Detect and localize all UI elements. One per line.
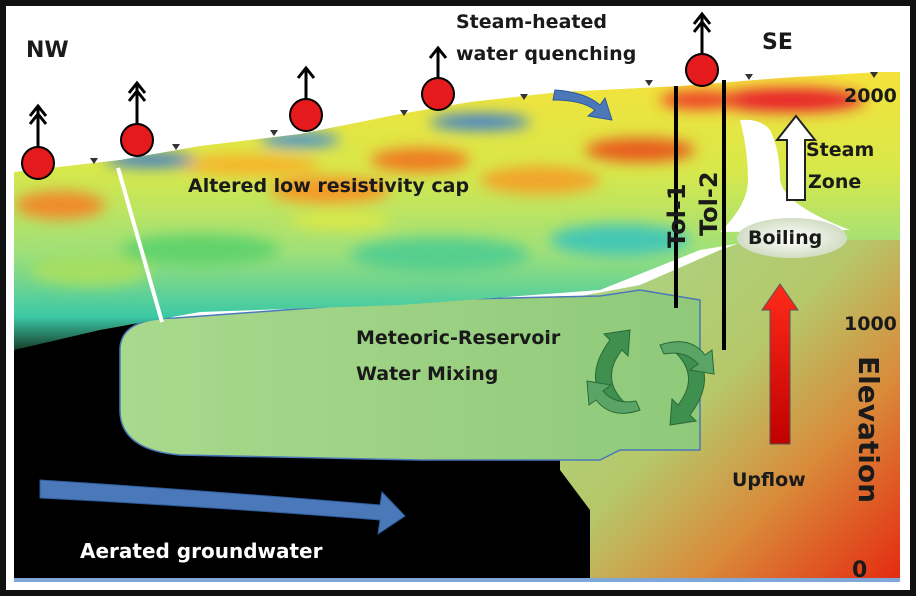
red-circle-upward-arrow-icon xyxy=(21,103,55,180)
red-circle-upward-arrow-icon xyxy=(421,45,455,111)
well-tol-1-label: Tol-1 xyxy=(663,183,691,248)
se-label: SE xyxy=(762,30,793,55)
tick-0: 0 xyxy=(852,558,868,583)
boiling-zone xyxy=(737,218,847,258)
steam-zone-label-1: Steam xyxy=(806,139,875,161)
elevation-axis-label: Elevation xyxy=(852,356,885,504)
fault-line xyxy=(116,167,164,323)
groundwater-label: Aerated groundwater xyxy=(80,539,323,563)
red-circle-upward-arrow-icon xyxy=(685,11,719,87)
steam-heated-label-2: water quenching xyxy=(456,43,637,65)
nw-label: NW xyxy=(26,38,69,63)
surface-stations xyxy=(90,72,878,164)
steam-zone xyxy=(720,119,850,232)
upflow-arrow xyxy=(761,283,799,445)
hollow-up-arrow-icon xyxy=(774,114,818,201)
red-circle-upward-arrow-icon xyxy=(120,80,154,157)
upflow-label: Upflow xyxy=(732,469,806,491)
well-tol-2-label: Tol-2 xyxy=(695,171,723,236)
cap-label: Altered low resistivity cap xyxy=(188,175,470,197)
red-circle-upward-arrow-icon xyxy=(289,65,323,132)
mixing-label-1: Meteoric-Reservoir xyxy=(356,327,561,349)
groundwater-flow-arrow xyxy=(39,479,406,536)
tick-1000: 1000 xyxy=(844,313,897,335)
resistivity-cap xyxy=(14,72,900,350)
boiling-label: Boiling xyxy=(748,227,823,249)
tick-2000: 2000 xyxy=(844,85,897,107)
circular-arrows-icon xyxy=(586,329,715,426)
steam-heated-label-1: Steam-heated xyxy=(456,11,607,33)
surface-markers xyxy=(21,11,719,180)
mixing-zone-tongue xyxy=(119,289,701,461)
mixing-label-2: Water Mixing xyxy=(356,363,499,385)
quenching-flow-arrow xyxy=(552,89,613,121)
steam-zone-label-2: Zone xyxy=(808,171,862,193)
